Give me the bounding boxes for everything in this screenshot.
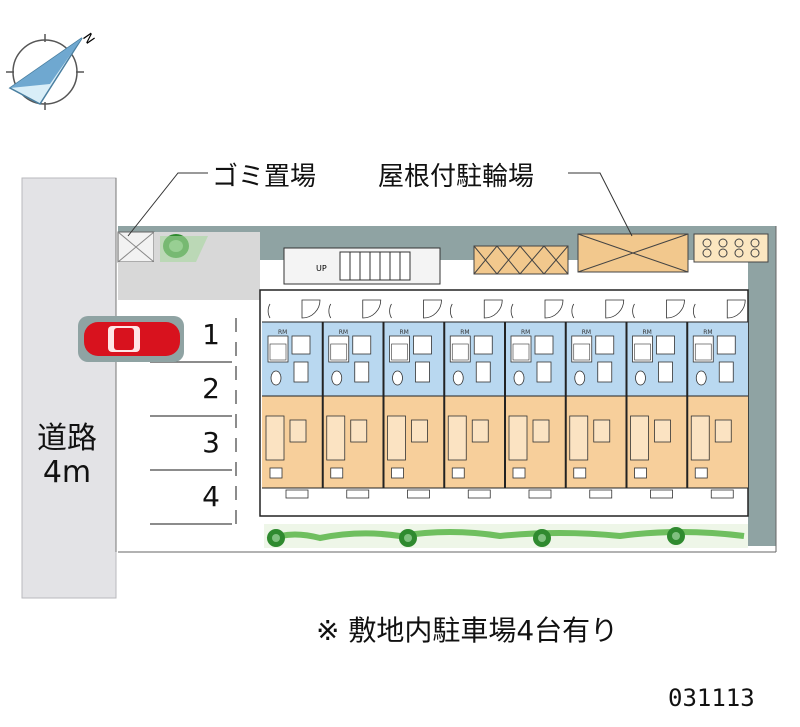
room-label: RM [521,329,530,336]
bike-parking [473,233,769,275]
parking-space-number: 3 [202,426,220,459]
apartment-unit: RM [447,299,503,499]
room-label: RM [278,329,287,336]
room-label: RM [703,329,712,336]
room-label: RM [400,329,409,336]
parking-space-number: 2 [202,372,220,405]
parking-space-number: 1 [202,318,220,351]
parking-note: ※ 敷地内駐車場4台有り [316,614,619,647]
tree-icon [533,529,551,547]
parking-space-number: 4 [202,480,220,513]
apartment-unit: RM [326,299,382,499]
apartment-unit: RM [569,299,625,499]
road-name: 道路 [37,421,97,456]
apartment-unit: RM [508,299,564,499]
road-width: 4m [42,455,92,490]
road [21,177,117,599]
apartment-unit: RM [387,299,442,499]
car-icon [78,316,184,362]
room-label: RM [339,329,348,336]
tree-icon [160,234,208,262]
room-label: RM [460,329,469,336]
room-label: RM [582,329,591,336]
tree-icon [267,529,285,547]
bike-parking-label: 屋根付駐輪場 [378,162,535,192]
tree-icon [399,529,417,547]
garbage-area [117,231,260,300]
building: RM RM RM RM RM RM RM RM [259,289,749,517]
apartment-unit: RM [630,299,685,499]
compass-icon: N [6,31,97,110]
tree-icon [667,527,685,545]
apartment-unit: RM [265,299,321,499]
garbage-label: ゴミ置場 [212,162,317,192]
road-label: 道路 4m [30,422,104,490]
room-label: RM [643,329,652,336]
north-arrow-icon: N [79,31,97,48]
stairs: UP [283,247,441,285]
apartment-unit: RM [690,299,746,499]
svg-text:UP: UP [316,264,327,273]
property-code: 031113 [668,684,755,712]
